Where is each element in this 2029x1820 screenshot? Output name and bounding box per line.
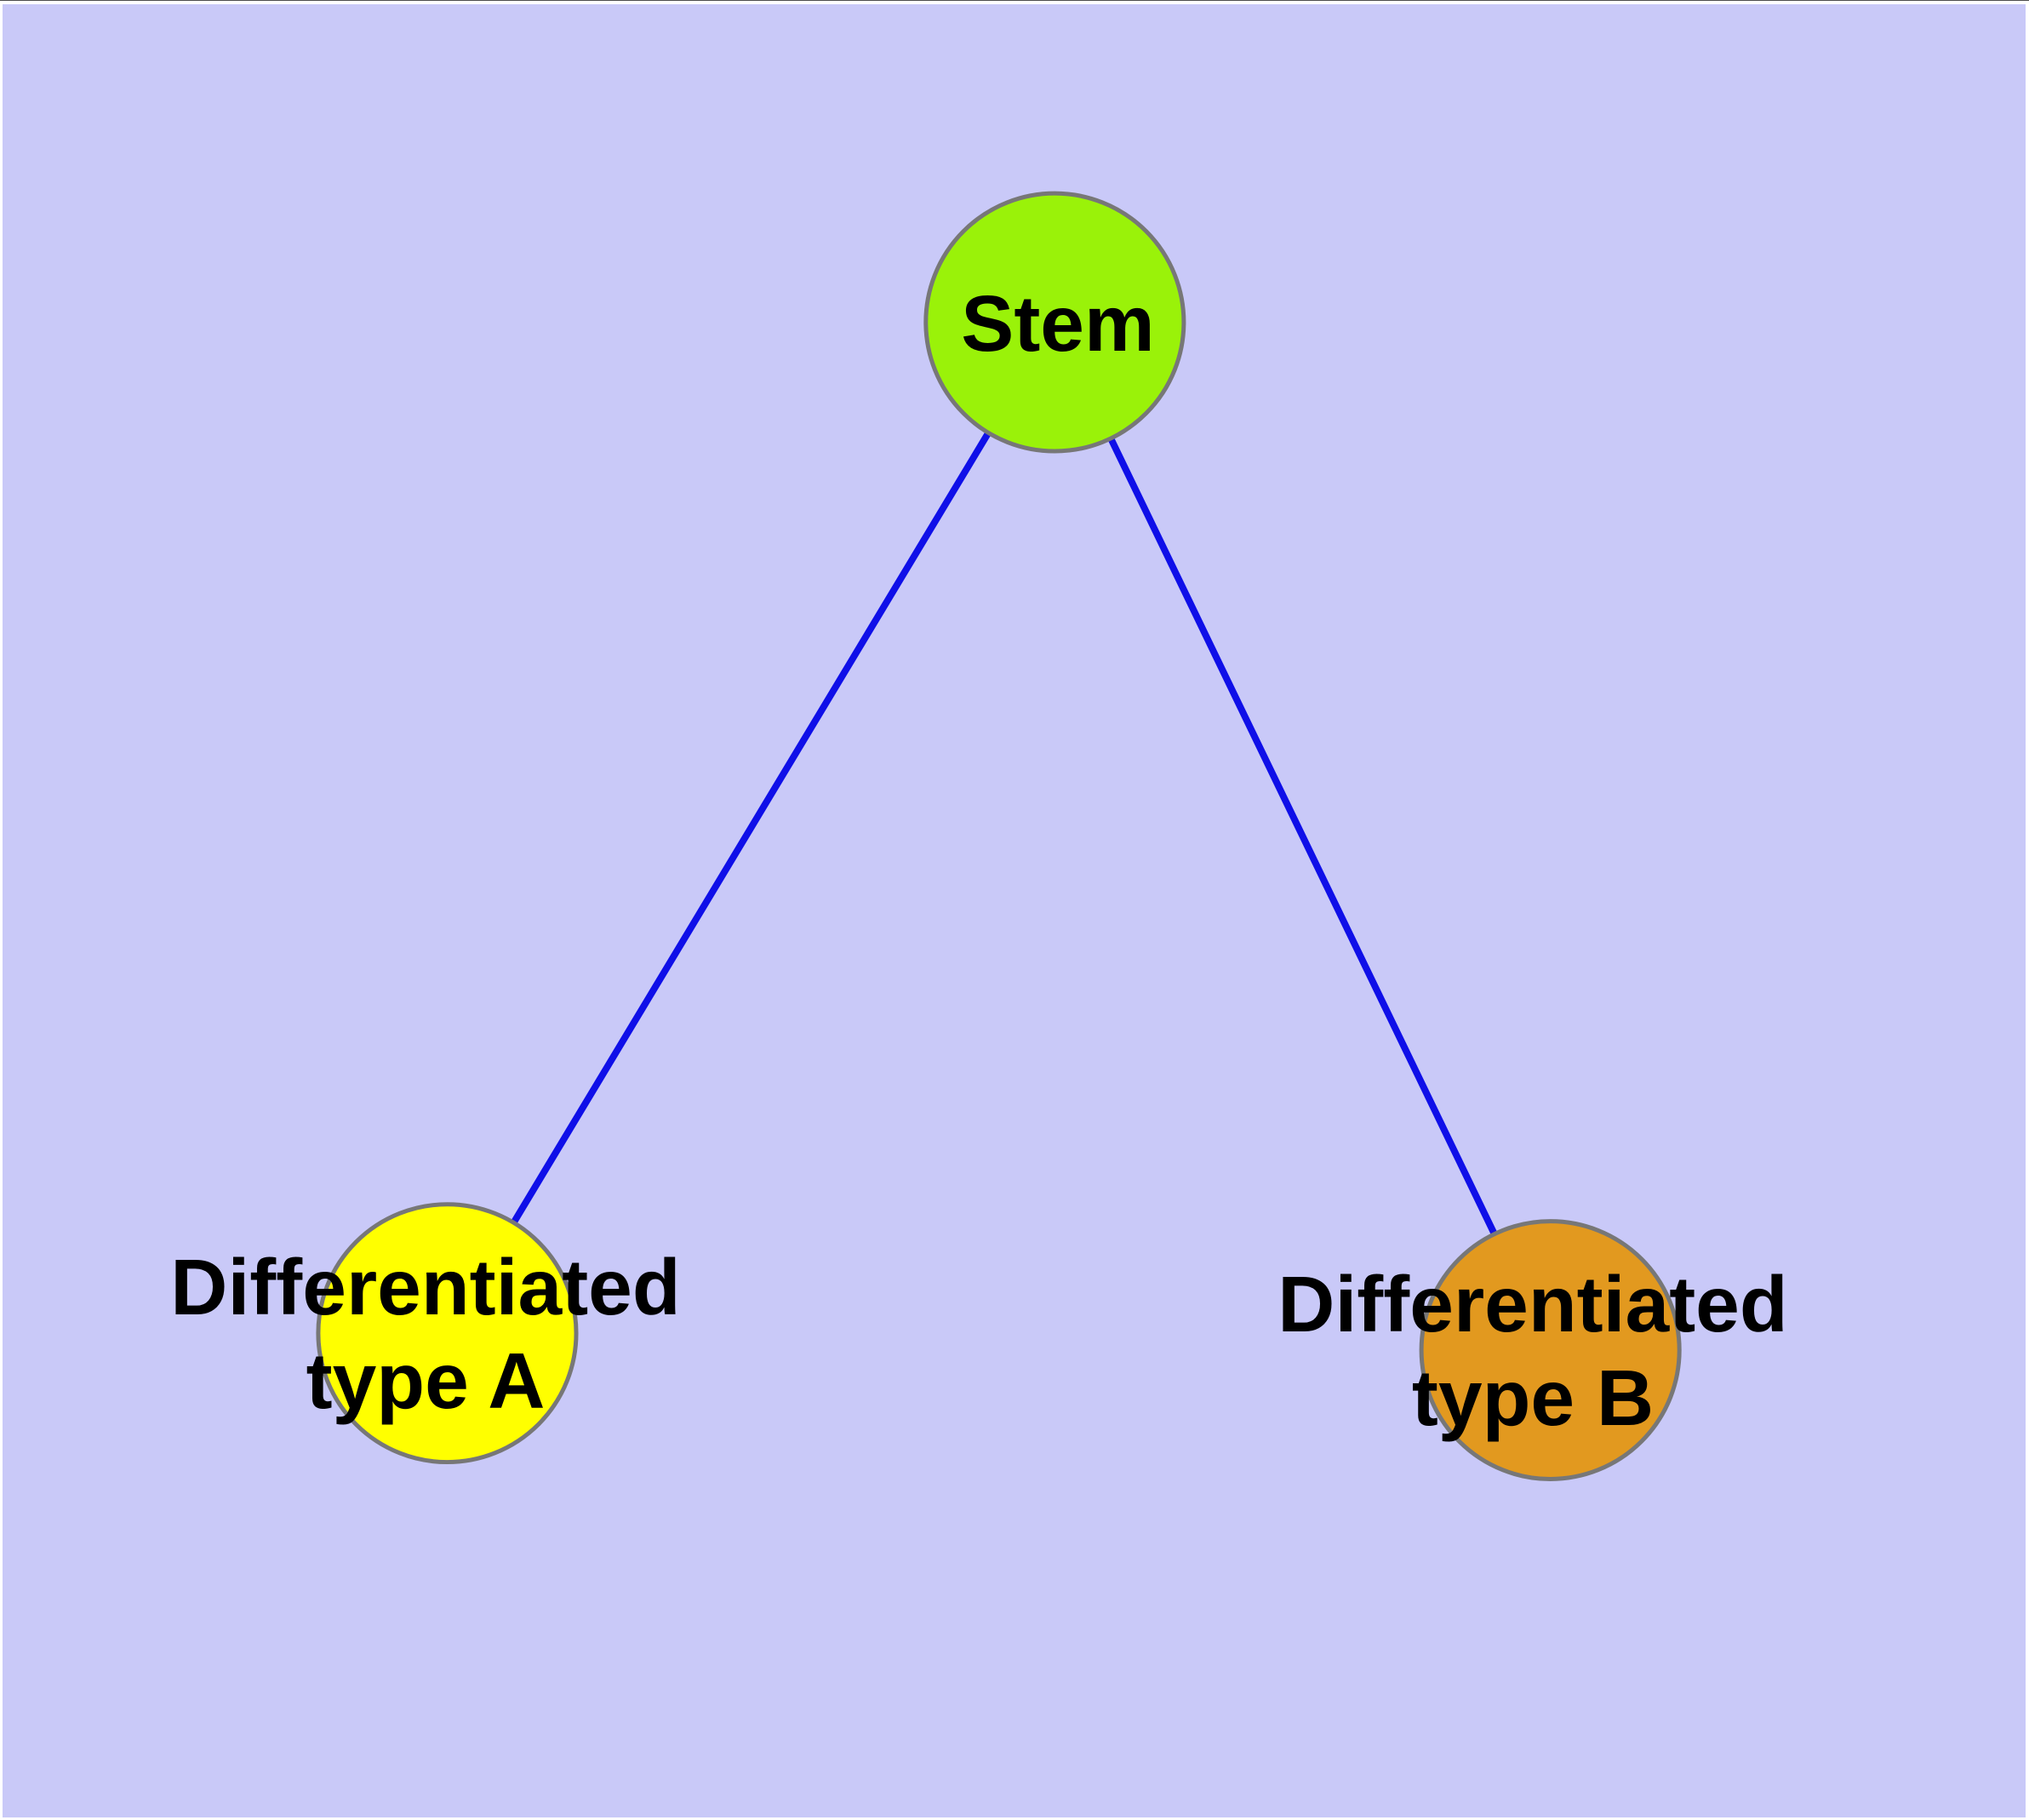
diagram-canvas: Stem Differentiated type A Differentiate… [3, 4, 2026, 1817]
node-type-b-circle [1419, 1219, 1682, 1481]
graph-svg [316, 191, 1682, 1481]
node-label-type-b-line1: Differentiated [1277, 1260, 1788, 1348]
node-type-a-circle [316, 1202, 579, 1465]
edge-stem-to-type-a [444, 320, 1058, 1336]
node-stem-circle [923, 191, 1186, 454]
node-label-stem: Stem [961, 277, 1154, 370]
node-label-type-a: Differentiated type A [170, 1240, 680, 1428]
node-label-stem-text: Stem [961, 279, 1155, 368]
edge-stem-to-type-b [1051, 320, 1554, 1352]
node-label-type-a-line2: type A [306, 1336, 546, 1425]
node-label-type-b: Differentiated type B [1277, 1257, 1787, 1445]
node-label-type-b-line2: type B [1411, 1354, 1655, 1442]
node-label-type-a-line1: Differentiated [170, 1243, 681, 1331]
